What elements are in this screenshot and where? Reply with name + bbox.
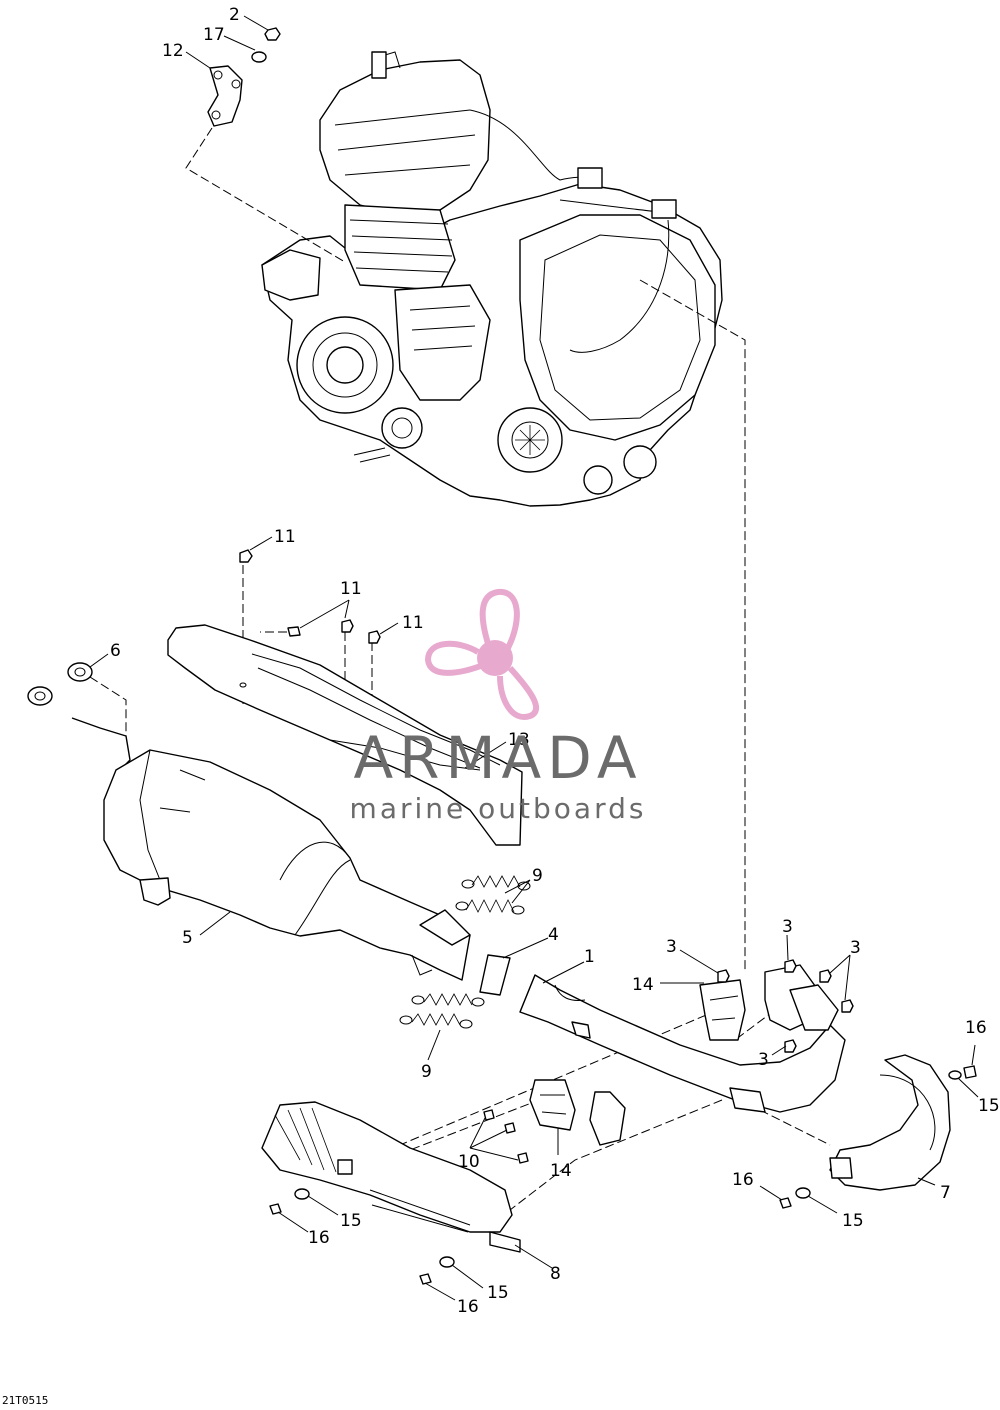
callout-3-c: 3 — [850, 938, 861, 958]
callout-numbers: 2 17 12 11 11 11 6 13 9 5 4 3 3 3 1 14 1… — [110, 5, 1000, 1317]
callout-10: 10 — [458, 1152, 480, 1172]
callout-7: 7 — [940, 1183, 951, 1203]
bolts-10 — [483, 1091, 626, 1164]
diagram-code: 21T0515 — [2, 1394, 48, 1407]
callout-16-c: 16 — [308, 1228, 330, 1248]
callout-15-b: 15 — [340, 1211, 362, 1231]
rubber-dampers-6 — [27, 662, 93, 706]
nut-2 — [264, 27, 281, 41]
callout-9-b: 9 — [421, 1062, 432, 1082]
callout-11-b: 11 — [340, 579, 362, 599]
armada-watermark: ARMADA marine outboards — [350, 588, 647, 825]
callout-1: 1 — [584, 947, 595, 967]
engine-assembly — [261, 51, 723, 507]
heat-shield-7 — [829, 1054, 951, 1191]
callout-13: 13 — [508, 730, 530, 750]
callout-8: 8 — [550, 1264, 561, 1284]
propeller-logo — [424, 588, 539, 720]
callout-3-d: 3 — [758, 1050, 769, 1070]
washer-17 — [251, 51, 267, 63]
bracket-12 — [207, 65, 243, 127]
callout-15-d: 15 — [487, 1283, 509, 1303]
callout-16-d: 16 — [457, 1297, 479, 1317]
callout-14-a: 14 — [632, 975, 654, 995]
heat-shield-13 — [167, 624, 523, 846]
callout-2: 2 — [229, 5, 240, 25]
callout-12: 12 — [162, 41, 184, 61]
callout-4: 4 — [548, 925, 559, 945]
callout-15-a: 15 — [978, 1096, 1000, 1116]
heat-shield-8 — [261, 1101, 521, 1253]
callout-5: 5 — [182, 928, 193, 948]
watermark-tagline: marine outboards — [350, 792, 647, 825]
brackets-14 — [529, 979, 746, 1131]
flange-and-nuts-3 — [717, 959, 854, 1053]
callout-16-a: 16 — [965, 1018, 987, 1038]
watermark-brand: ARMADA — [353, 724, 642, 792]
callout-11-a: 11 — [274, 527, 296, 547]
callout-11-c: 11 — [402, 613, 424, 633]
exhaust-pipe-1 — [519, 974, 846, 1113]
leader-lines — [89, 15, 979, 1301]
callout-15-c: 15 — [842, 1211, 864, 1231]
callout-14-b: 14 — [550, 1161, 572, 1181]
callout-6: 6 — [110, 641, 121, 661]
springs-9 — [399, 875, 531, 1029]
callout-9-a: 9 — [532, 866, 543, 886]
callout-3-a: 3 — [666, 937, 677, 957]
fasteners-11 — [239, 549, 381, 644]
fasteners-15-16 — [269, 1065, 977, 1285]
muffler-5 — [71, 717, 471, 981]
callout-17: 17 — [203, 25, 225, 45]
callout-3-b: 3 — [782, 917, 793, 937]
callout-16-b: 16 — [732, 1170, 754, 1190]
gasket-4 — [479, 954, 511, 996]
